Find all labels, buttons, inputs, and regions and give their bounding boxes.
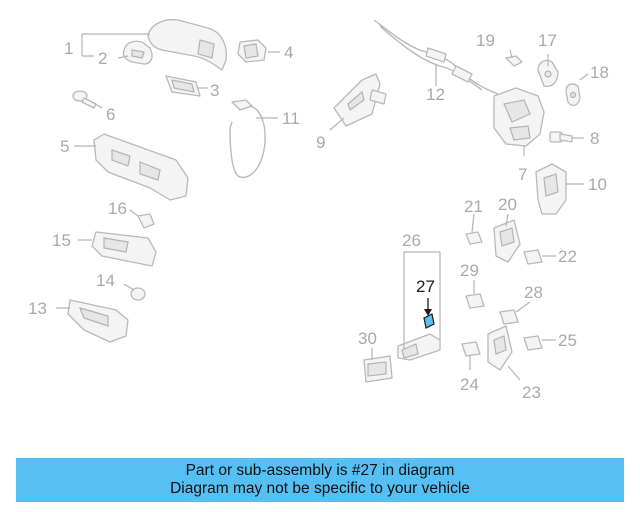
- part-28-bolt[interactable]: [499, 309, 519, 325]
- callout-20[interactable]: 20: [498, 195, 517, 214]
- part-5-bracket[interactable]: [93, 133, 189, 201]
- parts-diagram: 1 2 3 4 5 6 7 8 9 10 11 12 13 14 15 16 1…: [28, 18, 609, 402]
- banner-line-disclaimer: Diagram may not be specific to your vehi…: [170, 480, 470, 497]
- part-29-bolt[interactable]: [465, 293, 485, 309]
- callout-7[interactable]: 7: [518, 165, 527, 184]
- callout-labels: 1 2 3 4 5 6 7 8 9 10 11 12 13 14 15 16 1…: [28, 31, 609, 402]
- callout-12[interactable]: 12: [426, 85, 445, 104]
- part-11-lock-cable[interactable]: [229, 99, 266, 179]
- callout-2[interactable]: 2: [98, 49, 107, 68]
- part-20-hinge[interactable]: [493, 219, 521, 263]
- part-12-cable[interactable]: [373, 19, 499, 95]
- callout-5[interactable]: 5: [60, 137, 69, 156]
- callout-13[interactable]: 13: [28, 299, 47, 318]
- part-16-clip[interactable]: [137, 213, 155, 229]
- part-13-handle-bezel[interactable]: [67, 299, 129, 343]
- callout-11[interactable]: 11: [282, 109, 300, 128]
- info-banner: Part or sub-assembly is #27 in diagram D…: [16, 458, 624, 502]
- part-27-clip-highlighted[interactable]: [423, 313, 435, 329]
- part-18-cover[interactable]: [565, 83, 581, 107]
- part-21-bolt[interactable]: [465, 231, 483, 245]
- callout-29[interactable]: 29: [460, 261, 479, 280]
- callout-25[interactable]: 25: [558, 331, 577, 350]
- callout-18[interactable]: 18: [590, 63, 609, 82]
- callout-26[interactable]: 26: [402, 231, 421, 250]
- part-26-check-strap[interactable]: [397, 333, 441, 361]
- callout-21[interactable]: 21: [464, 197, 483, 216]
- part-1-outside-handle[interactable]: [147, 18, 228, 71]
- callout-22[interactable]: 22: [558, 247, 577, 266]
- callout-24[interactable]: 24: [460, 375, 479, 394]
- callout-16[interactable]: 16: [108, 199, 127, 218]
- callout-4[interactable]: 4: [284, 43, 293, 62]
- part-8-bolt[interactable]: [549, 131, 573, 143]
- banner-line-part: Part or sub-assembly is #27 in diagram: [185, 462, 455, 479]
- callout-15[interactable]: 15: [52, 231, 71, 250]
- leader-lines: [56, 33, 589, 381]
- callout-23[interactable]: 23: [522, 383, 541, 402]
- part-25-bolt[interactable]: [523, 335, 543, 351]
- callout-19[interactable]: 19: [476, 31, 495, 50]
- part-9-lock-plate[interactable]: [333, 73, 387, 127]
- callout-17[interactable]: 17: [538, 31, 557, 50]
- callout-8[interactable]: 8: [590, 129, 599, 148]
- part-10-latch-bracket[interactable]: [535, 163, 567, 215]
- callout-14[interactable]: 14: [96, 271, 115, 290]
- callout-28[interactable]: 28: [524, 283, 543, 302]
- part-4-cap[interactable]: [237, 39, 267, 63]
- callout-27[interactable]: 27: [416, 277, 435, 296]
- part-30-bracket[interactable]: [363, 355, 393, 383]
- part-7-latch[interactable]: [493, 87, 545, 147]
- part-17-plate[interactable]: [537, 59, 559, 88]
- callout-30[interactable]: 30: [358, 329, 377, 348]
- part-15-inside-handle[interactable]: [91, 231, 157, 267]
- callout-1[interactable]: 1: [64, 39, 73, 58]
- part-6-screw[interactable]: [72, 90, 97, 109]
- callout-3[interactable]: 3: [210, 81, 219, 100]
- callout-10[interactable]: 10: [588, 175, 607, 194]
- part-24-bolt[interactable]: [461, 341, 481, 357]
- part-2-gasket[interactable]: [122, 40, 153, 65]
- part-3-bezel[interactable]: [165, 75, 201, 97]
- part-19-screw[interactable]: [505, 55, 523, 67]
- part-14-screw[interactable]: [130, 287, 146, 301]
- callout-6[interactable]: 6: [106, 105, 115, 124]
- part-23-lower-hinge[interactable]: [487, 325, 513, 371]
- callout-9[interactable]: 9: [316, 133, 325, 152]
- part-22-bolt[interactable]: [523, 249, 543, 265]
